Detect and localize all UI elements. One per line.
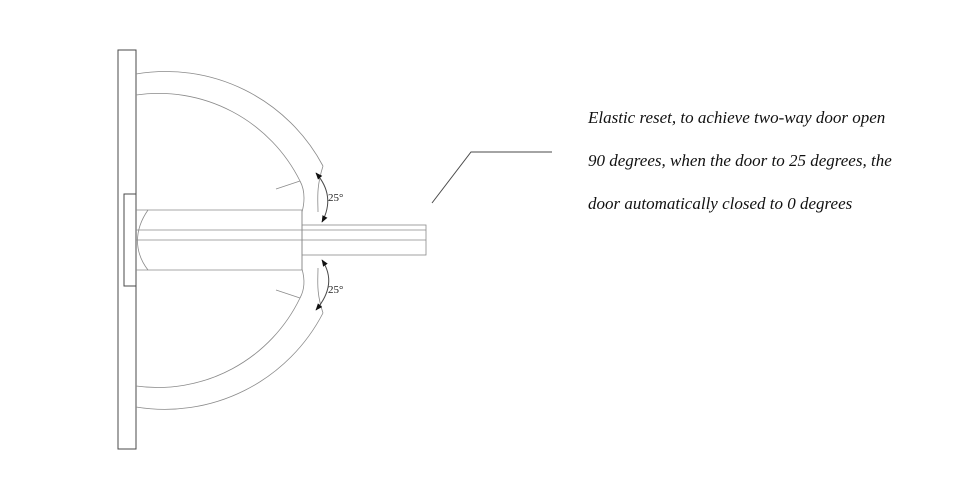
lower-angle-label: 25° bbox=[328, 284, 343, 296]
upper-angle-arrow bbox=[315, 172, 329, 223]
leader-line bbox=[431, 151, 552, 204]
hinge-plate bbox=[123, 193, 137, 287]
description-line-2: 90 degrees, when the door to 25 degrees,… bbox=[588, 151, 892, 170]
upper-swing-band bbox=[135, 71, 324, 213]
lower-swing-band bbox=[135, 267, 324, 410]
upper-angle-label: 25° bbox=[328, 192, 343, 204]
door-leaf bbox=[136, 209, 427, 271]
wall-frame bbox=[117, 49, 137, 450]
description-line-1: Elastic reset, to achieve two-way door o… bbox=[588, 108, 886, 127]
lower-angle-arrow bbox=[315, 259, 330, 311]
diagram-description: Elastic reset, to achieve two-way door o… bbox=[588, 96, 968, 225]
description-line-3: door automatically closed to 0 degrees bbox=[588, 194, 853, 213]
